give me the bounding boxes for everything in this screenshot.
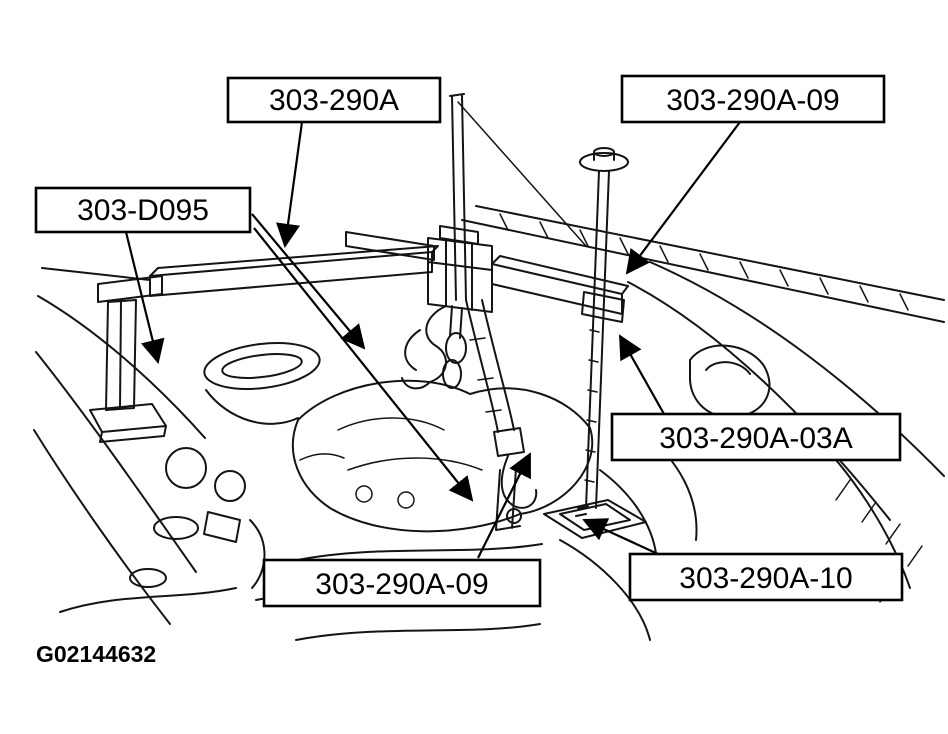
strut-tower: [689, 344, 771, 419]
callout-box: [610, 412, 902, 462]
upper-hook-links: [449, 305, 463, 339]
base-plate: [543, 499, 647, 539]
callouts: 303-290A 303-290A-09 303-D095 303-290A-0…: [34, 74, 904, 608]
callout-box: [620, 74, 886, 124]
cowl-hatching: [499, 213, 909, 311]
s-hook: [401, 305, 447, 390]
cap-large: [165, 447, 207, 489]
jackscrew-handle: [579, 152, 629, 172]
guy-line: [457, 101, 587, 247]
reservoirs-and-caps: [129, 342, 321, 588]
callout-box: [226, 76, 442, 124]
callout-bottom-right: 303-290A-10: [628, 552, 904, 602]
hose-curve-and-box: [203, 389, 299, 543]
callout-top-left: 303-290A: [226, 76, 442, 124]
callout-label: 303-290A-09: [315, 568, 488, 601]
thread-ticks: [584, 329, 600, 483]
figure-id: G02144632: [36, 641, 156, 667]
right-fender-lines: [559, 261, 945, 641]
leader-303-290a-09-bottom: [477, 452, 531, 559]
beam-junction: [427, 225, 493, 313]
rod-clamp: [581, 291, 625, 323]
engine-outline: [291, 379, 594, 533]
callout-box: [34, 186, 252, 234]
support-beam: [149, 231, 629, 315]
callout-mid-right: 303-290A-03A: [610, 412, 902, 462]
strap-ribs: [469, 337, 502, 413]
radiator-hose-outer: [203, 342, 321, 390]
cap-small: [214, 470, 246, 502]
chain-link-1: [445, 332, 467, 364]
callout-label: 303-290A: [269, 84, 399, 117]
callout-box: [628, 552, 904, 602]
callout-label: 303-290A-03A: [659, 422, 852, 455]
cowl-lines: [461, 205, 945, 323]
support-tool: [89, 93, 647, 539]
callout-leader-lines: [124, 121, 741, 559]
engine-boss-2: [397, 491, 415, 509]
right-hatching: [835, 479, 923, 603]
callout-bottom-center: 303-290A-09: [262, 558, 542, 608]
oval-fitting-1: [153, 516, 199, 540]
jackscrew-shaft: [585, 152, 615, 509]
callout-top-right: 303-290A-09: [620, 74, 886, 124]
leader-303-d095-post: [124, 231, 165, 364]
engine-boss-1: [355, 485, 373, 503]
leader-303-d095-lower-hook: [253, 227, 474, 502]
callout-mid-left: 303-D095: [34, 186, 252, 234]
leader-303-290a-09-top: [625, 121, 741, 275]
callout-label: 303-D095: [77, 194, 209, 227]
leader-303-d095-upper-hook: [251, 213, 366, 350]
leader-303-290a-10: [582, 518, 659, 555]
leader-303-290a: [276, 121, 304, 248]
radiator-hose-inner: [221, 353, 303, 379]
callout-label: 303-290A-10: [679, 562, 852, 595]
left-support-post: [89, 275, 167, 443]
callout-label: 303-290A-09: [666, 84, 839, 117]
lower-strap: [465, 299, 515, 433]
leader-303-290a-03a: [619, 334, 665, 415]
jackscrew-rod: [579, 147, 629, 509]
oval-fitting-2: [129, 568, 167, 588]
center-mast: [449, 93, 467, 301]
callout-box: [262, 558, 542, 608]
engine-details: [299, 417, 483, 471]
